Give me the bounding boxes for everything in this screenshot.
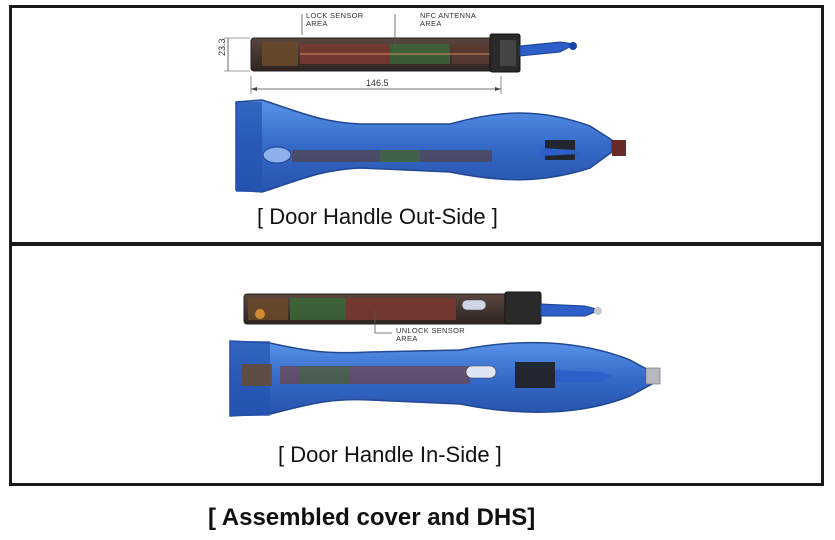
inside-caption: [ Door Handle In-Side ]	[278, 442, 502, 467]
inside-annotations: UNLOCK SENSOR AREA	[374, 310, 465, 343]
nfc-antenna-label-line1: NFC ANTENNA	[420, 11, 476, 20]
nfc-antenna-label-line2: AREA	[420, 19, 442, 28]
outside-dimensions: 23.3 146.5	[217, 37, 502, 94]
unlock-sensor-label-line2: AREA	[396, 334, 418, 343]
lock-sensor-label-line1: LOCK SENSOR	[306, 11, 364, 20]
outside-handle	[235, 99, 626, 193]
inside-sensor-module	[243, 291, 602, 325]
lock-sensor-label-line2: AREA	[306, 19, 328, 28]
unlock-sensor-label-line1: UNLOCK SENSOR	[396, 326, 465, 335]
outside-caption: [ Door Handle Out-Side ]	[257, 204, 498, 229]
dim-height-label: 23.3	[217, 38, 227, 56]
outside-annotations: LOCK SENSOR AREA NFC ANTENNA AREA	[301, 11, 476, 48]
dim-length-label: 146.5	[366, 78, 389, 88]
inside-handle	[229, 340, 661, 417]
outside-sensor-module	[250, 33, 577, 73]
figure-title: [ Assembled cover and DHS]	[208, 504, 536, 531]
